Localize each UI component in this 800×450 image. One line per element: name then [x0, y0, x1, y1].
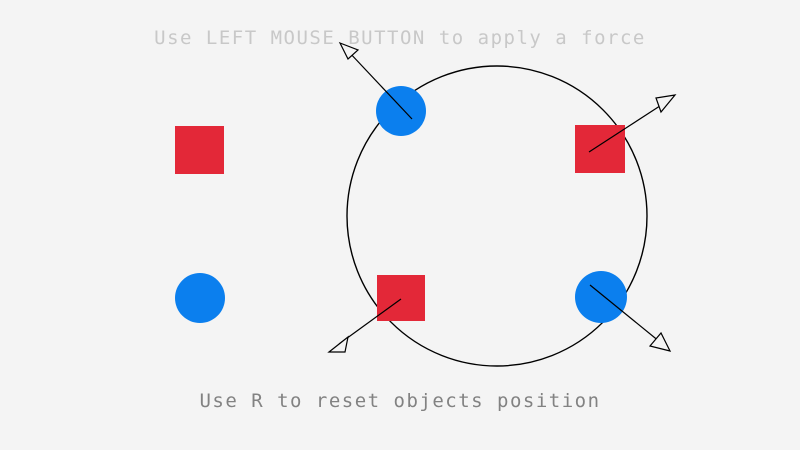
- body-ring-circle-right[interactable]: [575, 271, 627, 323]
- hint-apply-force: Use LEFT MOUSE BUTTON to apply a force: [154, 27, 646, 49]
- vector-arrowhead: [648, 331, 672, 352]
- force-vector-ring-square-bottom: [327, 298, 402, 353]
- body-ring-square-bottom[interactable]: [377, 275, 425, 321]
- vector-arrowhead: [327, 335, 349, 353]
- body-ring-circle-top[interactable]: [376, 86, 426, 136]
- vector-shaft: [338, 298, 402, 345]
- body-ring-square-right[interactable]: [575, 125, 625, 173]
- vector-shaft: [589, 284, 661, 343]
- vector-arrowhead: [338, 41, 360, 60]
- force-vector-ring-square-right: [588, 94, 677, 153]
- hint-reset-objects: Use R to reset objects position: [199, 390, 601, 412]
- vector-shaft: [588, 101, 667, 153]
- vector-shaft: [347, 50, 413, 120]
- constraint-circle: [346, 65, 648, 367]
- force-vector-ring-circle-right: [589, 284, 672, 352]
- body-free-circle[interactable]: [175, 273, 225, 323]
- force-vector-ring-circle-top: [338, 41, 413, 120]
- vector-arrowhead: [655, 94, 677, 114]
- body-free-square[interactable]: [175, 126, 224, 174]
